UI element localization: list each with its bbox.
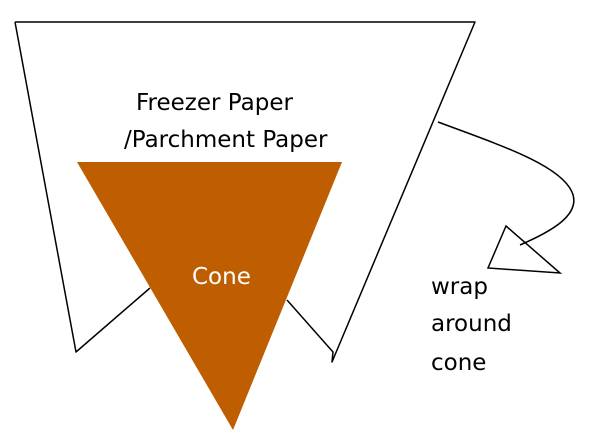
wrap-instruction-line1: wrap xyxy=(431,274,488,300)
paper-label-line2: /Parchment Paper xyxy=(124,127,328,153)
cone-shape xyxy=(77,162,342,430)
wrap-instruction-line2: around xyxy=(431,311,512,337)
cone-label: Cone xyxy=(192,264,251,290)
paper-sheet-outline xyxy=(14,21,476,363)
wrap-instruction-line3: cone xyxy=(431,350,486,376)
paper-label-line1: Freezer Paper xyxy=(136,90,293,116)
wrap-arrow-curve xyxy=(437,121,575,246)
wrap-arrow-head xyxy=(486,224,563,274)
